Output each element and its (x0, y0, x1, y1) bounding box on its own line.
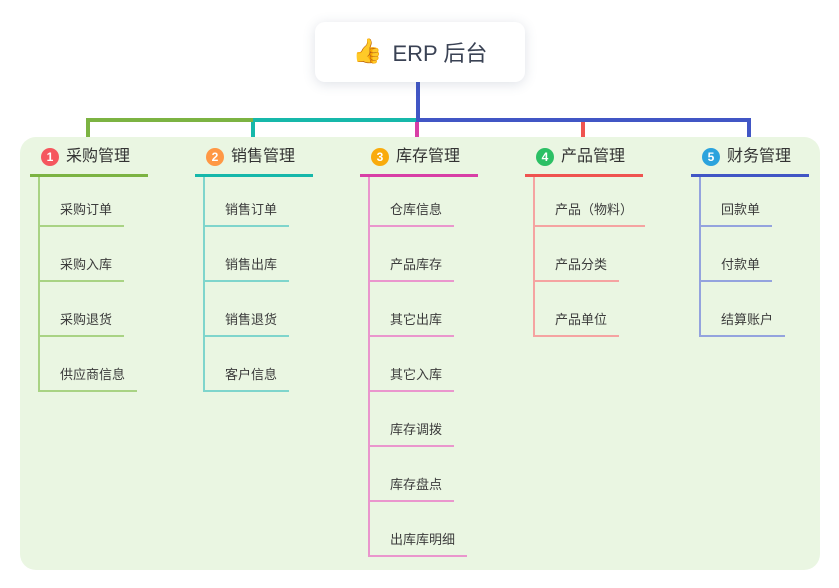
mindmap-child-node[interactable]: 出库库明细 (370, 531, 468, 557)
branch-title: 库存管理 (396, 148, 461, 165)
mindmap-child-node[interactable]: 产品单位 (535, 311, 620, 337)
mindmap-child-node[interactable]: 库存盘点 (370, 476, 455, 502)
connector-drop-purchase (86, 122, 90, 148)
mindmap-child-node[interactable]: 供应商信息 (40, 366, 138, 392)
branch-title: 采购管理 (66, 148, 131, 165)
branch-node-finance[interactable]: 5 财务管理 (691, 146, 809, 177)
branch-node-product[interactable]: 4 产品管理 (525, 146, 643, 177)
branch-inventory-management: 3 库存管理 仓库信息 产品库存 其它出库 其它入库 库存调拨 库存盘点 出库库… (360, 146, 510, 557)
mindmap-child-node[interactable]: 产品库存 (370, 256, 455, 282)
mindmap-child-node[interactable]: 回款单 (701, 201, 773, 227)
connector-horizontal-right (416, 118, 751, 122)
mindmap-child-node[interactable]: 产品分类 (535, 256, 620, 282)
branch-children: 销售订单 销售出库 销售退货 客户信息 (203, 177, 345, 392)
branch-children: 仓库信息 产品库存 其它出库 其它入库 库存调拨 库存盘点 出库库明细 (368, 177, 510, 557)
mindmap-child-node[interactable]: 其它入库 (370, 366, 455, 392)
mindmap-child-node[interactable]: 仓库信息 (370, 201, 455, 227)
branches-panel (20, 137, 820, 570)
branch-node-sales[interactable]: 2 销售管理 (195, 146, 313, 177)
connector-drop-product (581, 122, 585, 148)
mindmap-child-node[interactable]: 库存调拨 (370, 421, 455, 447)
branch-purchase-management: 1 采购管理 采购订单 采购入库 采购退货 供应商信息 (30, 146, 180, 392)
root-label: ERP 后台 (392, 41, 488, 66)
branch-node-purchase[interactable]: 1 采购管理 (30, 146, 148, 177)
connector-drop-finance (747, 122, 751, 148)
branch-number-badge: 3 (371, 148, 389, 166)
mindmap-child-node[interactable]: 采购入库 (40, 256, 125, 282)
branch-title: 销售管理 (231, 148, 296, 165)
branch-number-badge: 4 (536, 148, 554, 166)
branch-title: 财务管理 (727, 148, 792, 165)
branch-children: 采购订单 采购入库 采购退货 供应商信息 (38, 177, 180, 392)
mindmap-child-node[interactable]: 付款单 (701, 256, 773, 282)
branch-children: 产品（物料） 产品分类 产品单位 (533, 177, 675, 337)
branch-sales-management: 2 销售管理 销售订单 销售出库 销售退货 客户信息 (195, 146, 345, 392)
connector-root-vertical (416, 82, 420, 118)
branch-number-badge: 1 (41, 148, 59, 166)
mindmap-child-node[interactable]: 销售退货 (205, 311, 290, 337)
branch-number-badge: 2 (206, 148, 224, 166)
thumbs-up-icon: 👍 (352, 38, 383, 65)
mindmap-child-node[interactable]: 产品（物料） (535, 201, 646, 227)
connector-horizontal-left (86, 118, 253, 122)
connector-drop-inventory (415, 122, 419, 148)
branch-node-inventory[interactable]: 3 库存管理 (360, 146, 478, 177)
connector-drop-sales (251, 122, 255, 148)
branch-number-badge: 5 (702, 148, 720, 166)
mindmap-child-node[interactable]: 结算账户 (701, 311, 786, 337)
mindmap-child-node[interactable]: 客户信息 (205, 366, 290, 392)
connector-horizontal-mid (253, 118, 416, 122)
branch-children: 回款单 付款单 结算账户 (699, 177, 839, 337)
mindmap-child-node[interactable]: 采购退货 (40, 311, 125, 337)
branch-product-management: 4 产品管理 产品（物料） 产品分类 产品单位 (525, 146, 675, 337)
root-node[interactable]: 👍 ERP 后台 (315, 22, 525, 82)
mindmap-child-node[interactable]: 销售出库 (205, 256, 290, 282)
mindmap-child-node[interactable]: 其它出库 (370, 311, 455, 337)
branch-title: 产品管理 (561, 148, 626, 165)
mindmap-child-node[interactable]: 销售订单 (205, 201, 290, 227)
mindmap-child-node[interactable]: 采购订单 (40, 201, 125, 227)
branch-finance-management: 5 财务管理 回款单 付款单 结算账户 (691, 146, 839, 337)
